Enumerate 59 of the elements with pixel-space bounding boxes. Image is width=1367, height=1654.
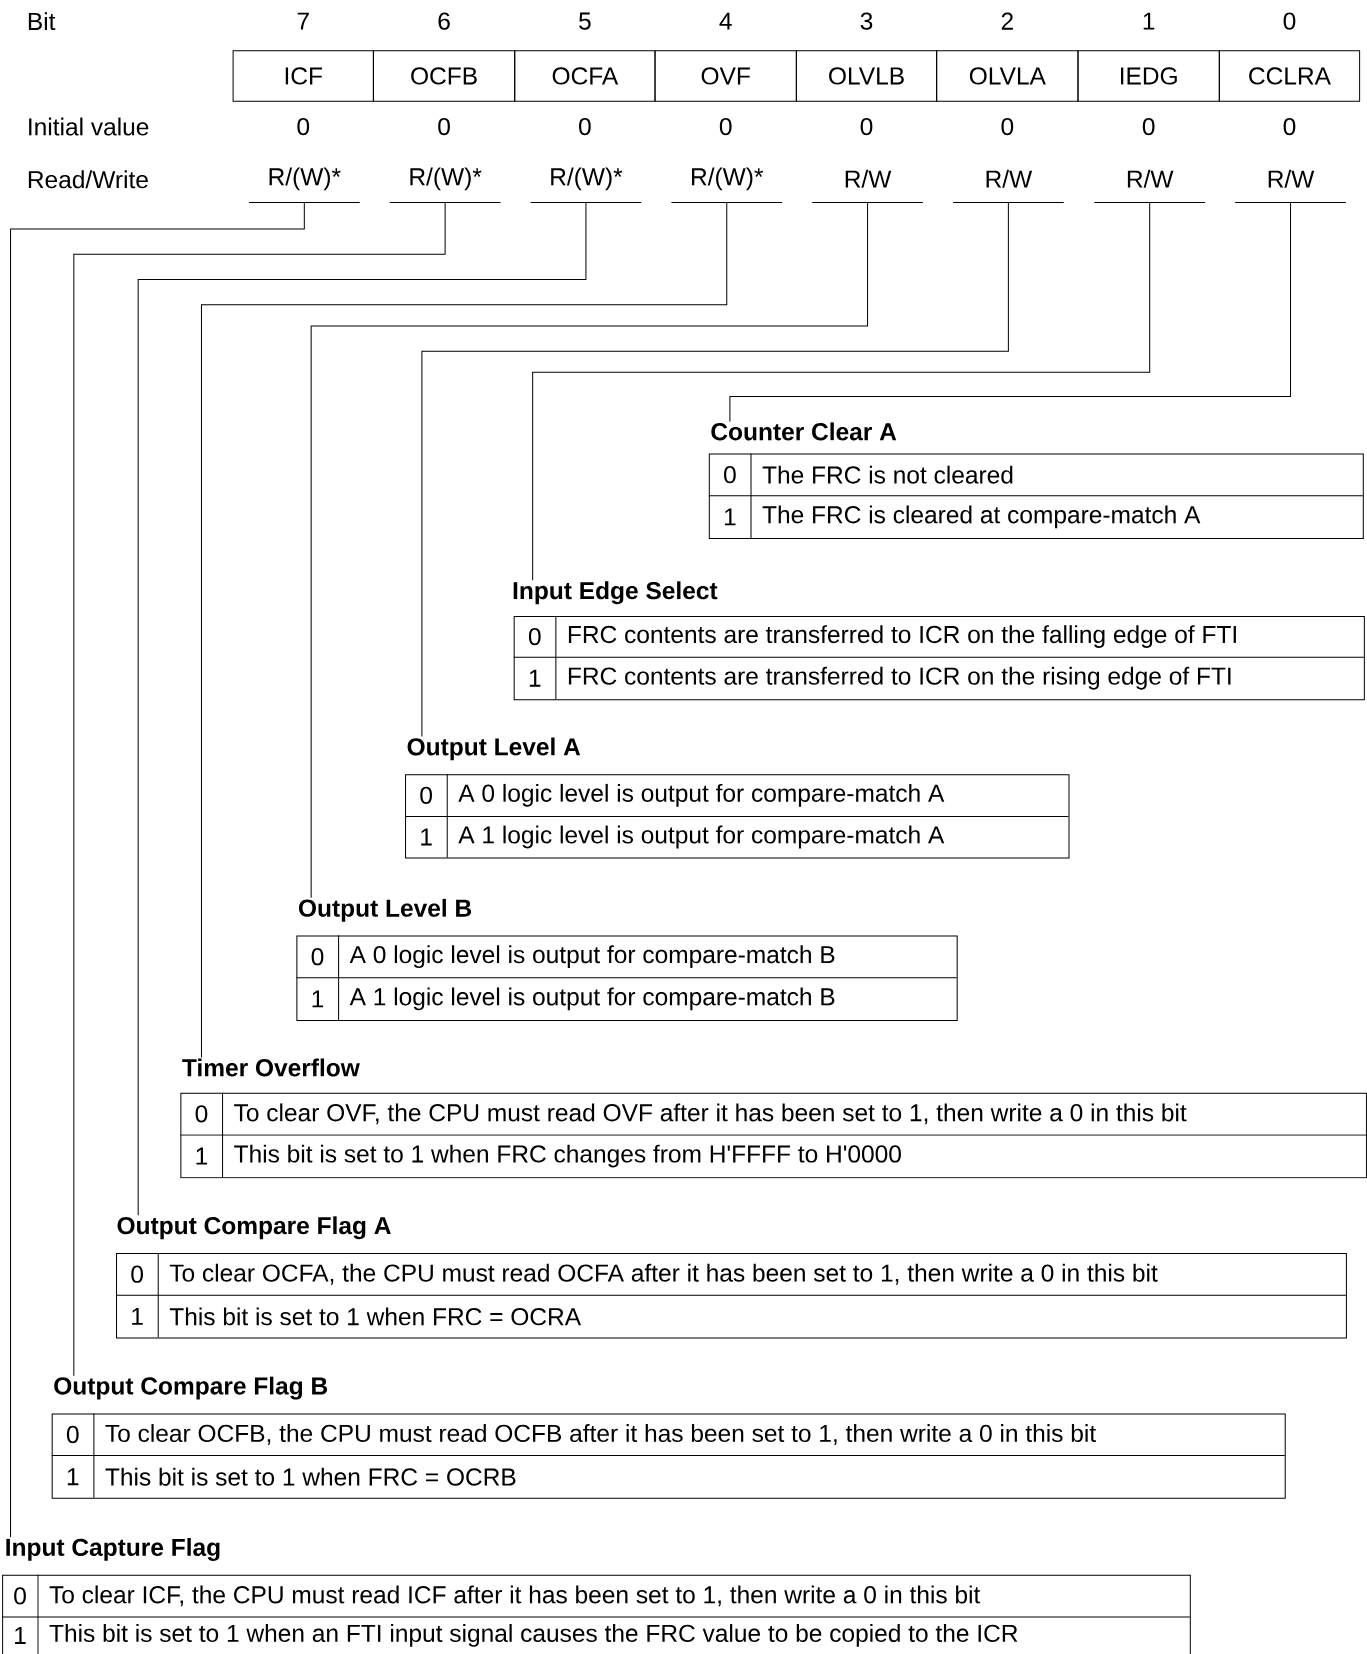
bit-number: 0: [1283, 12, 1296, 30]
register-cell: OCFA: [514, 50, 656, 102]
initial-value: 0: [438, 117, 450, 136]
leader-line: [137, 202, 587, 1216]
register-cell: OCFB: [372, 50, 516, 102]
bit-number: 3: [860, 12, 873, 30]
access-label: R/W: [811, 169, 924, 204]
bit-number: 1: [1143, 12, 1155, 30]
leader-line: [73, 202, 446, 1377]
initial-value: 0: [1142, 117, 1155, 136]
node-label: Output Compare Flag B: [54, 1376, 328, 1400]
register-cell: IEDG: [1077, 50, 1220, 102]
initial-value: 0: [1001, 117, 1014, 136]
description-table: Output Compare Flag A 0 To clear OCFA, the CPU must read OCFA after it has been set to 1, then write a 0 in this bit 1 This bit is set to 1 when FRC = OCRA: [115, 1216, 1347, 1339]
access-label: R/(W)*: [530, 167, 642, 204]
bit-number: 4: [719, 12, 732, 30]
leader-line: [729, 202, 1292, 422]
description-table: Output Level A 0 A 0 logic level is output for compare-match A 1 A 1 logic level is output for compare-match A: [404, 737, 1070, 859]
initial-value: 0: [719, 117, 732, 136]
access-label: R/(W)*: [670, 167, 783, 204]
description-table: Input Capture Flag 0 To clear ICF, the CPU must read ICF after it has been set to 1, then write a 0 in this bit 1 This bit is set to 1 when an FTI input signal causes the FRC value to be copied to the ICR: [1, 1538, 1191, 1654]
register-cell: ICF: [232, 50, 374, 102]
access-label: R/W: [952, 169, 1065, 204]
initial-value: 0: [1283, 117, 1296, 136]
register-cell: OLVLA: [936, 50, 1079, 102]
description-table: Output Level B 0 A 0 logic level is output for compare-match B 1 A 1 logic level is output for compare-match B: [295, 898, 958, 1021]
register-cell: OVF: [654, 50, 797, 102]
initial-value: 0: [860, 117, 873, 136]
row-heading: Initial value: [29, 117, 149, 136]
node-label: Counter Clear A: [711, 422, 897, 441]
leader-line: [532, 202, 1151, 581]
description-table: Input Edge Select 0 FRC contents are transferred to ICR on the falling edge of FTI 1 FRC contents are transferred to ICR on the rising edge of FTI: [513, 581, 1365, 701]
bit-number: 6: [438, 12, 450, 30]
initial-value: 0: [297, 117, 310, 136]
bit-number: 5: [579, 12, 591, 30]
node-label: Output Compare Flag A: [117, 1216, 391, 1240]
register-cell: CCLRA: [1218, 50, 1361, 102]
access-label: R/W: [1093, 169, 1206, 204]
leader-line: [310, 202, 869, 899]
initial-value: 0: [579, 117, 591, 136]
leader-line: [200, 202, 728, 1058]
node-label: Input Edge Select: [513, 581, 718, 605]
access-label: R/W: [1234, 169, 1347, 204]
node-label: Timer Overflow: [182, 1058, 360, 1077]
description-table: Counter Clear A 0 The FRC is not cleared 1 The FRC is cleared at compare-match A: [708, 422, 1364, 539]
leader-line: [10, 202, 305, 1538]
bit-number: 7: [297, 12, 309, 30]
leader-line: [421, 202, 1009, 737]
row-heading: Bit: [28, 12, 56, 31]
description-table: Output Compare Flag B 0 To clear OCFB, the CPU must read OCFB after it has been set to 1, then write a 0 in this bit 1 This bit is set to 1 when FRC = OCRB: [51, 1376, 1286, 1499]
node-label: Output Level A: [407, 737, 581, 761]
access-label: R/(W)*: [389, 167, 501, 204]
description-table: Timer Overflow 0 To clear OVF, the CPU must read OVF after it has been set to 1, then write a 0 in this bit 1 This bit is set to 1 when FRC changes from H'FFFF to H'0000: [179, 1058, 1367, 1179]
node-label: Input Capture Flag: [6, 1538, 220, 1561]
bit-number: 2: [1001, 12, 1013, 30]
row-heading: Read/Write: [28, 170, 148, 189]
register-cell: OLVLB: [795, 50, 938, 102]
node-label: Output Level B: [298, 898, 472, 922]
access-label: R/(W)*: [248, 167, 361, 204]
